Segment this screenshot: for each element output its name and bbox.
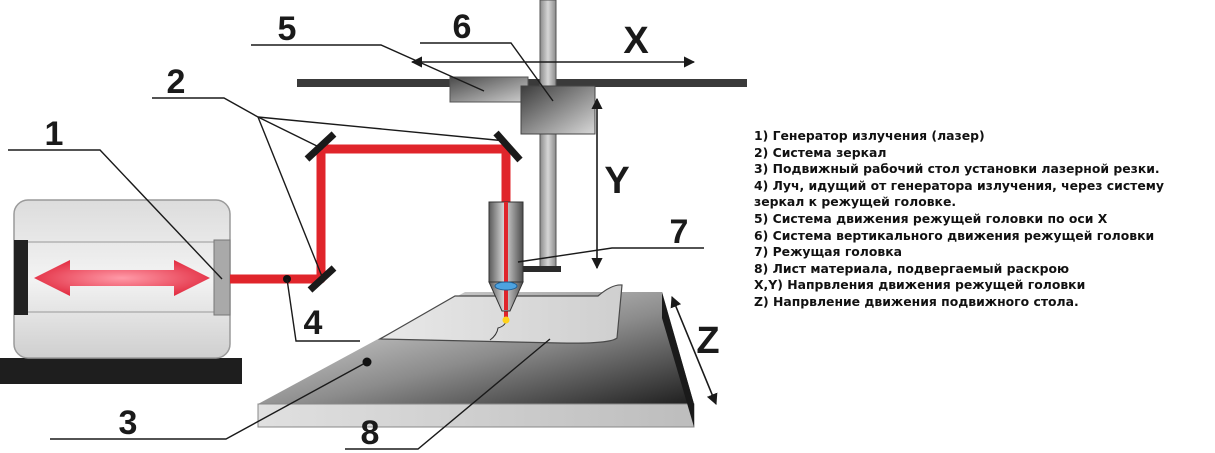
mirror-top-right [493,130,523,163]
vertical-post [539,0,557,271]
cutting-head [488,201,524,324]
generator-base [0,358,242,384]
legend: 1) Генератор излучения (лазер) 2) Систем… [754,128,1210,311]
leader-lines [8,42,704,450]
axis-label-z: Z [696,320,719,362]
legend-item: Z) Напрвление движения подвижного стола. [754,293,1079,309]
callout-3: 3 [119,404,138,442]
mirrors [304,130,523,293]
table-front [257,403,695,428]
legend-item: 6) Система вертикального движения режуще… [754,227,1155,243]
vertical-carriage [520,85,596,135]
z-direction-arrow [670,295,718,406]
axis-label-y: Y [604,160,629,202]
rear-mirror [14,240,28,315]
callout-2: 2 [167,63,186,101]
callout-5: 5 [278,10,297,48]
legend-item: 5) Система движения режущей головки по о… [754,210,1108,226]
legend-item: X,Y) Напрвления движения режущей головки [754,277,1086,293]
axis-label-x: X [623,20,649,62]
legend-item: 1) Генератор излучения (лазер) [754,128,985,143]
legend-item: 8) Лист материала, подвергаемый раскрою [754,260,1070,276]
material-sheet [377,284,623,344]
legend-item: 4) Луч, идущий от генератора излучения, … [754,177,1164,210]
resonator-double-arrow [34,260,210,296]
legend-item: 3) Подвижный рабочий стол установки лазе… [754,161,1160,177]
legend-item: 2) Система зеркал [754,144,887,160]
callout-8: 8 [361,414,380,452]
focusing-lens [494,281,518,291]
post-stop [520,266,561,272]
legend-item: 7) Режущая головка [754,244,903,260]
mirror-bottom [307,265,337,293]
beam-path [230,144,511,284]
laser-generator [0,199,242,384]
table-marker-dot [362,357,372,367]
callout-1: 1 [45,115,64,153]
mirror-top-left [304,131,337,162]
laser-spot [502,316,510,324]
callout-7: 7 [670,213,689,251]
callout-4: 4 [304,304,323,342]
direction-arrows [410,56,718,406]
output-mirror [213,239,231,316]
callout-6: 6 [453,8,472,46]
